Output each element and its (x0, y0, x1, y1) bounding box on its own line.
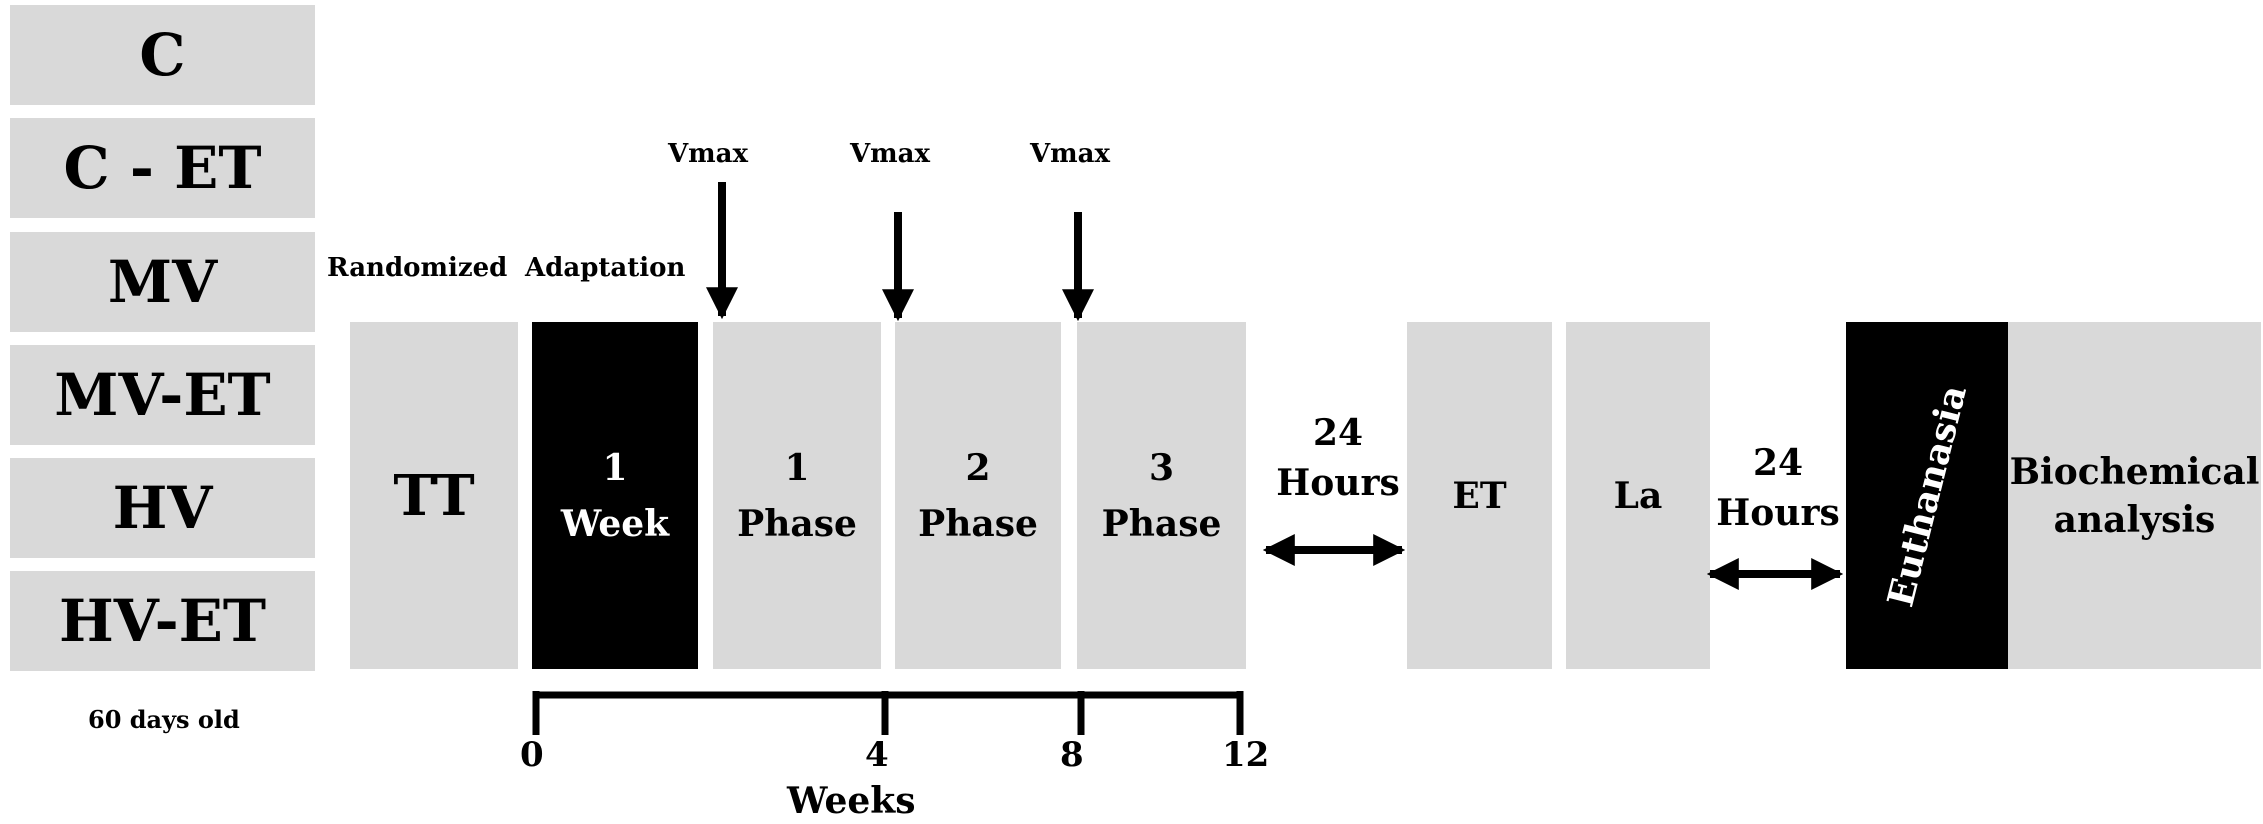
group-box-mv: MV (10, 232, 315, 332)
interval-number: 24 (1312, 412, 1364, 454)
vmax-label: Vmax (850, 139, 931, 169)
timeline-unit-label: Weeks (787, 780, 916, 822)
block-label: Phase (737, 502, 857, 545)
group-box-mv-et: MV-ET (10, 345, 315, 445)
block-label: La (1613, 474, 1663, 517)
block-label: Phase (918, 502, 1038, 545)
group-label: MV-ET (54, 361, 271, 429)
adaptation-label: Adaptation (525, 253, 686, 283)
group-label: C - ET (63, 134, 262, 202)
block-label: Biochemical (2009, 450, 2260, 493)
block-number: 1 (602, 446, 628, 489)
interval-unit: Hours (1716, 492, 1840, 534)
block-biochemical-analysis: Biochemical analysis (2008, 322, 2261, 669)
interval-label-2: 24 Hours (1708, 438, 1848, 538)
group-label: MV (107, 248, 218, 316)
block-tt: TT (350, 322, 518, 669)
timeline-tick-label: 12 (1222, 735, 1270, 775)
timeline-axis (532, 691, 1244, 735)
group-box-hv: HV (10, 458, 315, 558)
timeline-tick-label: 4 (865, 735, 889, 775)
vmax-label: Vmax (1030, 139, 1111, 169)
group-label: HV (112, 474, 213, 542)
block-number: 3 (1148, 446, 1175, 489)
randomized-label: Randomized (327, 253, 508, 283)
group-label: HV-ET (58, 587, 267, 655)
block-label: ET (1452, 474, 1507, 517)
block-et: ET (1407, 322, 1552, 669)
vmax-label: Vmax (668, 139, 749, 169)
block-label: TT (393, 462, 475, 529)
interval-label-1: 24 Hours (1268, 408, 1408, 508)
interval-unit: Hours (1276, 462, 1400, 504)
block-label: analysis (2053, 498, 2216, 541)
block-number: 2 (965, 446, 991, 489)
interval-number: 24 (1752, 442, 1804, 484)
group-box-c: C (10, 5, 315, 105)
group-box-hv-et: HV-ET (10, 571, 315, 671)
block-label: Phase (1101, 502, 1222, 545)
timeline-tick-label: 8 (1060, 735, 1084, 775)
group-label: C (139, 21, 186, 89)
block-euthanasia: Euthanasia (1846, 322, 2008, 669)
group-box-c-et: C - ET (10, 118, 315, 218)
block-label: Week (560, 502, 670, 545)
timeline-tick-label: 0 (520, 735, 544, 775)
block-la: La (1566, 322, 1710, 669)
age-label: 60 days old (88, 705, 240, 734)
block-number: 1 (784, 446, 810, 489)
